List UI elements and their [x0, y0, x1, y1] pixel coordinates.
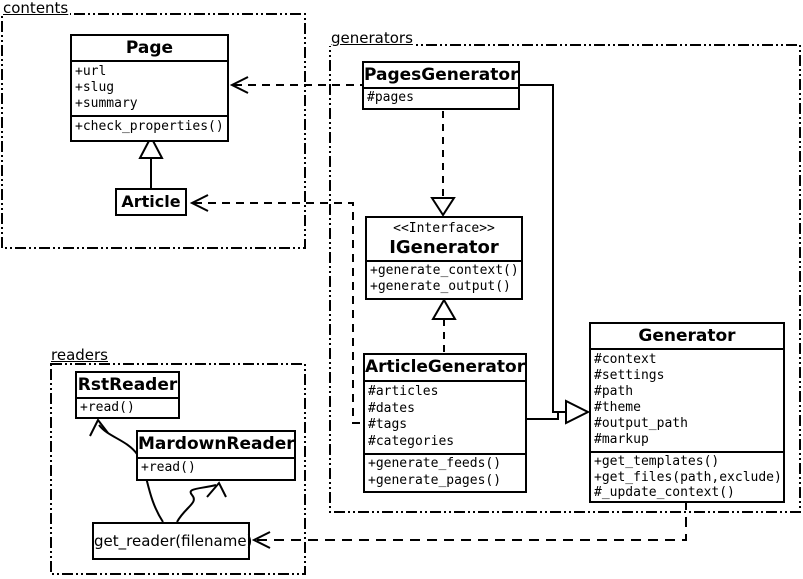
- methods-compartment: +generate_feeds() +generate_pages(): [365, 453, 525, 491]
- attribute: #pages: [367, 90, 414, 105]
- method: +read(): [141, 460, 196, 475]
- attribute: #tags: [368, 417, 408, 432]
- method: +generate_output(): [370, 279, 511, 294]
- attribute: +summary: [75, 96, 138, 111]
- generators-package-label: generators: [329, 29, 415, 47]
- class-articlegenerator: ArticleGenerator #articles #dates #tags …: [363, 353, 527, 493]
- method: +generate_context(): [370, 263, 519, 278]
- methods-compartment: +get_templates() +get_files(path,exclude…: [591, 451, 783, 501]
- method: +read(): [80, 400, 135, 415]
- class-rstreader: RstReader +read(): [75, 371, 180, 419]
- open-arrowhead-icon: [189, 194, 209, 212]
- inheritance-triangle-icon: [565, 399, 591, 425]
- class-title: MardownReader: [138, 434, 294, 454]
- class-title-block: <<Interface>> IGenerator: [367, 218, 521, 260]
- class-title: Generator: [638, 326, 736, 346]
- class-pagesgenerator: PagesGenerator #pages: [362, 61, 520, 110]
- attribute: #settings: [594, 368, 665, 383]
- method: +get_templates(): [594, 454, 720, 469]
- class-page: Page +url +slug +summary +check_properti…: [70, 34, 229, 142]
- attributes-compartment: #pages: [364, 87, 518, 108]
- class-igenerator: <<Interface>> IGenerator +generate_conte…: [365, 216, 523, 300]
- dependency-line-generator-getreader: [256, 500, 687, 541]
- realization-triangle-icon: [431, 298, 457, 320]
- inheritance-line-articlegenerator-generator: [527, 412, 559, 420]
- attributes-compartment: #context #settings #path #theme #output_…: [591, 348, 783, 451]
- attribute: #context: [594, 352, 657, 367]
- class-title: PagesGenerator: [364, 65, 518, 85]
- get-reader-label: get_reader(filename): [94, 532, 253, 550]
- method: +check_properties(): [75, 119, 224, 134]
- attributes-compartment: +url +slug +summary: [72, 60, 227, 115]
- methods-compartment: +check_properties(): [72, 115, 227, 140]
- method: +generate_pages(): [368, 472, 502, 488]
- methods-compartment: +read(): [138, 457, 294, 479]
- attribute: +url: [75, 64, 107, 79]
- method: +get_files(path,exclude): [594, 469, 782, 485]
- method: +generate_feeds(): [368, 456, 502, 471]
- attribute: #markup: [594, 432, 649, 447]
- class-title: RstReader: [77, 375, 178, 395]
- class-article: Article: [115, 188, 187, 216]
- attribute: +slug: [75, 80, 115, 95]
- generators-package-border: [329, 44, 801, 513]
- attribute: #theme: [594, 400, 641, 415]
- attribute: #dates: [368, 400, 415, 416]
- class-title: Article: [121, 192, 181, 211]
- class-title: Page: [125, 38, 174, 58]
- open-arrowhead-icon: [89, 418, 109, 437]
- realization-triangle-icon: [430, 197, 456, 217]
- open-arrowhead-icon: [251, 531, 271, 549]
- method: #_update_context(): [594, 485, 735, 500]
- contents-package-border: [1, 13, 306, 249]
- class-title: ArticleGenerator: [365, 357, 525, 377]
- class-generator: Generator #context #settings #path #them…: [589, 322, 785, 503]
- attribute: #categories: [368, 433, 455, 449]
- open-arrowhead-icon: [229, 76, 249, 94]
- box-get-reader: get_reader(filename): [92, 522, 253, 560]
- class-mardownreader: MardownReader +read(): [136, 430, 296, 481]
- methods-compartment: +generate_context() +generate_output(): [367, 260, 521, 298]
- attribute: #output_path: [594, 416, 688, 431]
- attribute: #articles: [368, 384, 439, 399]
- inheritance-line-pagesgenerator-generator: [520, 84, 566, 413]
- attributes-compartment: #articles #dates #tags #categories: [365, 380, 525, 453]
- class-title: IGenerator: [389, 237, 499, 258]
- methods-compartment: +read(): [77, 397, 178, 417]
- stereotype: <<Interface>>: [393, 221, 495, 236]
- inheritance-triangle-icon: [138, 134, 164, 159]
- contents-package-label: contents: [1, 0, 71, 17]
- open-arrowhead-icon: [206, 481, 227, 498]
- call-curve-getreader-mardownreader: [176, 484, 217, 523]
- dependency-line-articlegenerator-article: [194, 202, 363, 424]
- readers-package-border: [50, 363, 306, 575]
- attribute: #path: [594, 384, 634, 399]
- readers-package-label: readers: [49, 346, 110, 364]
